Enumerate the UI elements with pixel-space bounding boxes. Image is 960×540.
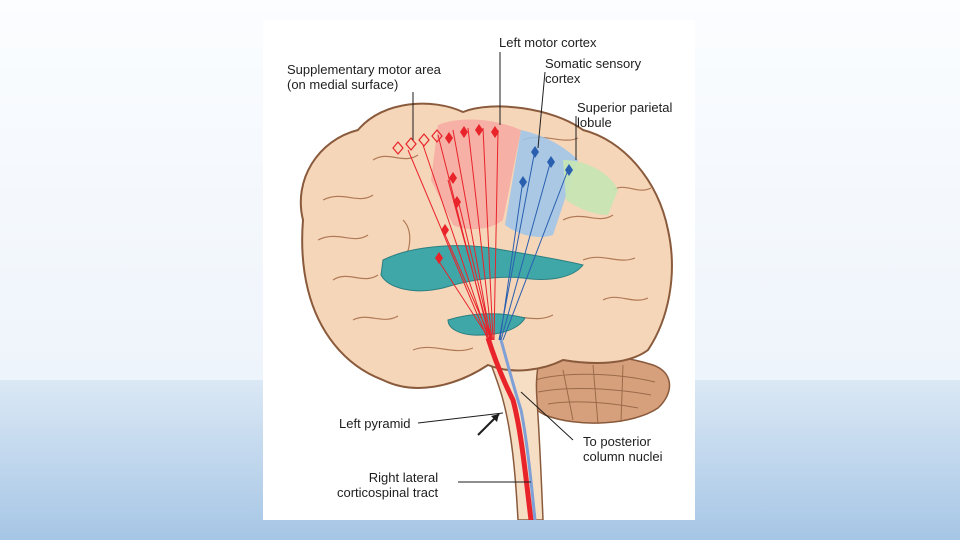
neuron-marker (565, 164, 573, 176)
leader-line-posterior (520, 391, 574, 441)
label-line: Somatic sensory (545, 56, 642, 71)
brainstem (482, 337, 550, 520)
neuron-marker (491, 126, 499, 138)
neuron-marker (519, 176, 527, 188)
label-line: Superior parietal (577, 100, 673, 115)
label-right-lateral-corticospinal-tract: Right lateral corticospinal tract (337, 470, 438, 500)
brain-illustration: Supplementary motor area (on medial surf… (263, 20, 695, 520)
cerebellum-folia (534, 364, 656, 425)
neuron-marker (547, 156, 555, 168)
supplementary-motor-neurons (392, 129, 443, 155)
neuron-marker (392, 141, 404, 155)
label-line: Right lateral (368, 470, 439, 485)
leader-line-sensory (537, 71, 546, 149)
neuron-marker (445, 132, 453, 144)
leader-line-pyramid (417, 412, 504, 424)
label-line: column nuclei (583, 449, 663, 464)
neuron-marker (405, 137, 417, 151)
sensory-tract (499, 339, 537, 520)
label-left-pyramid: Left pyramid (339, 416, 411, 431)
lateral-ventricle (380, 245, 584, 292)
label-line: Supplementary motor area (287, 62, 441, 77)
label-line: lobule (577, 115, 612, 130)
leader-lines (412, 52, 577, 483)
motor-neurons (435, 124, 499, 264)
label-line: Left pyramid (339, 416, 411, 431)
label-line: Left motor cortex (499, 35, 597, 50)
neuron-marker (531, 146, 539, 158)
pyramid-arrow (477, 413, 500, 436)
neuron-marker (418, 133, 430, 147)
parietal-region (563, 160, 618, 215)
sensory-pathway-fibers (498, 149, 569, 341)
label-line: (on medial surface) (287, 77, 399, 92)
label-supplementary-motor-area: Supplementary motor area (on medial surf… (287, 62, 441, 92)
brain-drawing (299, 52, 673, 520)
motor-pathway-fibers (407, 127, 499, 341)
label-posterior-column-nuclei: To posterior column nuclei (583, 434, 663, 464)
neuron-marker (441, 224, 449, 236)
label-somatic-sensory-cortex: Somatic sensory cortex (545, 56, 641, 86)
neuron-marker (435, 252, 443, 264)
neuron-marker (453, 196, 461, 208)
sensory-neurons (519, 146, 573, 188)
neuron-marker (449, 172, 457, 184)
label-line: corticospinal tract (337, 485, 439, 500)
label-line: To posterior (583, 434, 651, 449)
label-left-motor-cortex: Left motor cortex (499, 35, 597, 50)
label-superior-parietal-lobule: Superior parietal lobule (577, 100, 672, 130)
neuron-marker (460, 126, 468, 138)
label-line: cortex (545, 71, 581, 86)
neuron-marker (475, 124, 483, 136)
neuron-marker (431, 129, 443, 143)
motor-descending-tract (485, 337, 534, 520)
